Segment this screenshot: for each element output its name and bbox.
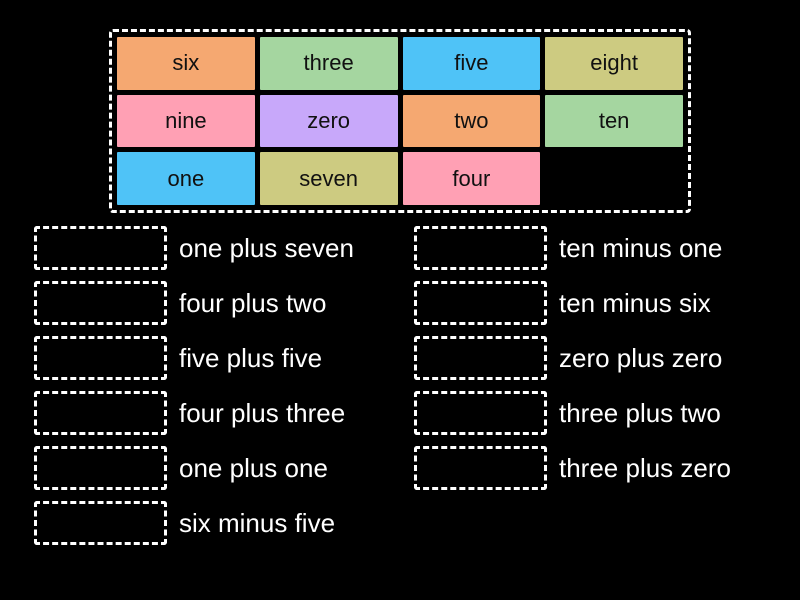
word-tile-label: eight — [590, 50, 638, 76]
word-tile[interactable]: eight — [545, 37, 683, 90]
answer-prompt: zero plus zero — [559, 343, 723, 373]
answer-prompt: one plus one — [179, 453, 328, 483]
answer-drop-zone[interactable] — [34, 446, 167, 490]
answer-row: three plus zero — [414, 446, 731, 490]
word-tile-label: nine — [165, 107, 207, 133]
answers-right-column: ten minus one ten minus six zero plus ze… — [414, 226, 731, 490]
word-tile[interactable]: zero — [259, 94, 398, 148]
word-tile[interactable]: two — [402, 94, 541, 148]
word-tile-label: three — [303, 50, 354, 76]
answer-prompt: one plus seven — [179, 233, 354, 263]
answer-drop-zone[interactable] — [414, 336, 547, 380]
answer-drop-zone[interactable] — [414, 391, 547, 435]
answer-row: six minus five — [34, 501, 354, 545]
answer-drop-zone[interactable] — [414, 226, 547, 270]
answer-prompt: three plus two — [559, 398, 721, 428]
answer-drop-zone[interactable] — [34, 336, 167, 380]
answer-row: three plus two — [414, 391, 731, 435]
word-tile-label: seven — [299, 165, 358, 191]
word-tile[interactable]: seven — [259, 152, 398, 205]
word-tile-label: two — [454, 107, 489, 133]
word-bank-container: six three five eight nine zero two ten o… — [109, 29, 691, 213]
answer-drop-zone[interactable] — [34, 226, 167, 270]
answer-prompt: five plus five — [179, 343, 323, 373]
answer-row: four plus three — [34, 391, 354, 435]
word-tile[interactable]: three — [259, 37, 398, 90]
word-tile-label: zero — [307, 107, 351, 133]
answer-drop-zone[interactable] — [414, 446, 547, 490]
answer-prompt: four plus three — [179, 398, 346, 428]
answer-drop-zone[interactable] — [414, 281, 547, 325]
word-tile[interactable]: six — [117, 37, 255, 90]
answer-prompt: three plus zero — [559, 453, 731, 483]
word-tile[interactable]: four — [402, 152, 541, 205]
answer-row: zero plus zero — [414, 336, 731, 380]
word-tile-label: one — [167, 165, 205, 191]
answer-prompt: four plus two — [179, 288, 327, 318]
answer-row: one plus one — [34, 446, 354, 490]
word-tile-label: four — [452, 165, 491, 191]
answer-drop-zone[interactable] — [34, 391, 167, 435]
answer-prompt: ten minus six — [559, 288, 711, 318]
word-tile[interactable]: five — [402, 37, 541, 90]
answer-drop-zone[interactable] — [34, 501, 167, 545]
word-tile[interactable]: ten — [545, 94, 683, 148]
answer-prompt: six minus five — [179, 508, 336, 538]
word-tile-label: five — [454, 50, 489, 76]
word-tile-label: ten — [598, 107, 630, 133]
answer-row: ten minus one — [414, 226, 731, 270]
word-bank-grid: six three five eight nine zero two ten o… — [117, 37, 683, 205]
answers-left-column: one plus seven four plus two five plus f… — [34, 226, 354, 545]
word-tile-label: six — [172, 50, 200, 76]
answer-prompt: ten minus one — [559, 233, 723, 263]
answer-drop-zone[interactable] — [34, 281, 167, 325]
word-tile[interactable]: one — [117, 152, 255, 205]
answer-row: five plus five — [34, 336, 354, 380]
answer-row: one plus seven — [34, 226, 354, 270]
word-tile[interactable]: nine — [117, 94, 255, 148]
answer-row: ten minus six — [414, 281, 731, 325]
word-tile-empty-slot — [545, 152, 683, 205]
answer-row: four plus two — [34, 281, 354, 325]
